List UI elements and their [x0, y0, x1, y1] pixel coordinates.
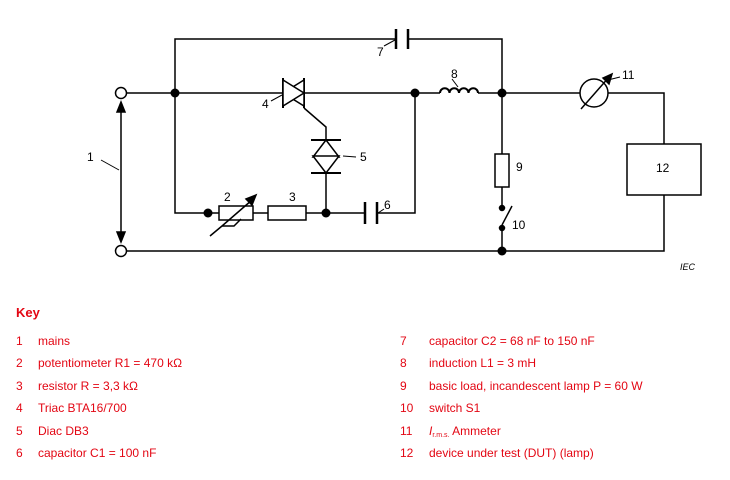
key-item-text: Triac BTA16/700 [38, 401, 127, 416]
junction-dots [170, 88, 507, 256]
key-item-italic: I [429, 423, 433, 438]
label-10: 10 [512, 218, 526, 232]
label-3: 3 [289, 190, 296, 204]
key-item: 1 mains [16, 333, 182, 355]
key-item-text: potentiometer R1 = 470 kΩ [38, 356, 183, 371]
c2-branch-wire [174, 38, 503, 93]
key-item-number: 12 [400, 445, 414, 460]
key-item-number: 4 [16, 401, 23, 416]
key-item-text: capacitor C1 = 100 nF [38, 445, 157, 460]
label-11: 11 [622, 68, 635, 82]
triac [281, 78, 327, 140]
label-2: 2 [224, 190, 231, 204]
label-9: 9 [516, 160, 523, 174]
key-item-number: 9 [400, 378, 407, 393]
label-4: 4 [262, 97, 269, 111]
circuit-diagram: 1 2 3 4 5 6 7 8 9 10 11 12 IEC [87, 29, 702, 272]
lamp-basic-load [494, 153, 510, 188]
key-item: 12 device under test (DUT) (lamp) [400, 445, 643, 467]
inductor-l1 [439, 87, 479, 94]
key-item-number: 8 [400, 356, 407, 371]
key-item-text: Diac DB3 [38, 423, 89, 438]
dut-box [626, 143, 702, 196]
key-item-number: 10 [400, 401, 414, 416]
key-title: Key [16, 305, 40, 320]
key-item: 5 Diac DB3 [16, 423, 182, 445]
key-item-number: 3 [16, 378, 23, 393]
key-item-text: basic load, incandescent lamp P = 60 W [429, 378, 643, 393]
key-item-subscript: r.m.s. [432, 431, 450, 439]
mains-terminal-top [114, 86, 128, 100]
key-item-text: switch S1 [429, 401, 481, 416]
key-column-right: 7 capacitor C2 = 68 nF to 150 nF 8 inducti… [400, 333, 643, 467]
key-item: 10 switch S1 [400, 400, 643, 422]
key-item-text: device under test (DUT) (lamp) [429, 445, 594, 460]
key-item: 2 potentiometer R1 = 470 kΩ [16, 355, 182, 377]
control-wire [174, 93, 416, 214]
key-item: 4 Triac BTA16/700 [16, 400, 182, 422]
key-item-text: Ammeter [449, 423, 501, 438]
label-7: 7 [377, 45, 384, 59]
top-wire [126, 92, 665, 144]
label-12: 12 [656, 161, 670, 175]
key-item: 6 capacitor C1 = 100 nF [16, 445, 182, 467]
key-item: 9 basic load, incandescent lamp P = 60 W [400, 378, 643, 400]
label-1: 1 [87, 150, 94, 164]
label-5: 5 [360, 150, 367, 164]
key-item: 3 resistor R = 3,3 kΩ [16, 378, 182, 400]
label-6: 6 [384, 198, 391, 212]
diac [311, 138, 341, 213]
key-item: 7 capacitor C2 = 68 nF to 150 nF [400, 333, 643, 355]
key-item-number: 6 [16, 445, 23, 460]
key-item-text: capacitor C2 = 68 nF to 150 nF [429, 334, 595, 348]
resistor-r [267, 205, 307, 221]
key-item-number: 11 [400, 423, 413, 438]
mains-terminal-bottom [114, 244, 128, 258]
key-item-number: 2 [16, 356, 23, 371]
bottom-wire [126, 195, 665, 252]
key-item-number: 1 [16, 334, 23, 348]
key-item-text: resistor R = 3,3 kΩ [38, 378, 139, 393]
key-item: 8 induction L1 = 3 mH [400, 355, 643, 377]
iec-mark: IEC [680, 262, 696, 272]
key-item: 11 Ir.m.s. Ammeter [400, 423, 643, 445]
key-item-text: mains [38, 334, 71, 348]
switch-s1 [501, 205, 513, 226]
key-column-left: 1 mains 2 potentiometer R1 = 470 kΩ 3 resis… [16, 333, 182, 467]
label-8: 8 [451, 67, 458, 81]
key-item-number: 7 [400, 334, 407, 348]
key-item-text: induction L1 = 3 mH [429, 356, 537, 371]
key-item-number: 5 [16, 423, 23, 438]
